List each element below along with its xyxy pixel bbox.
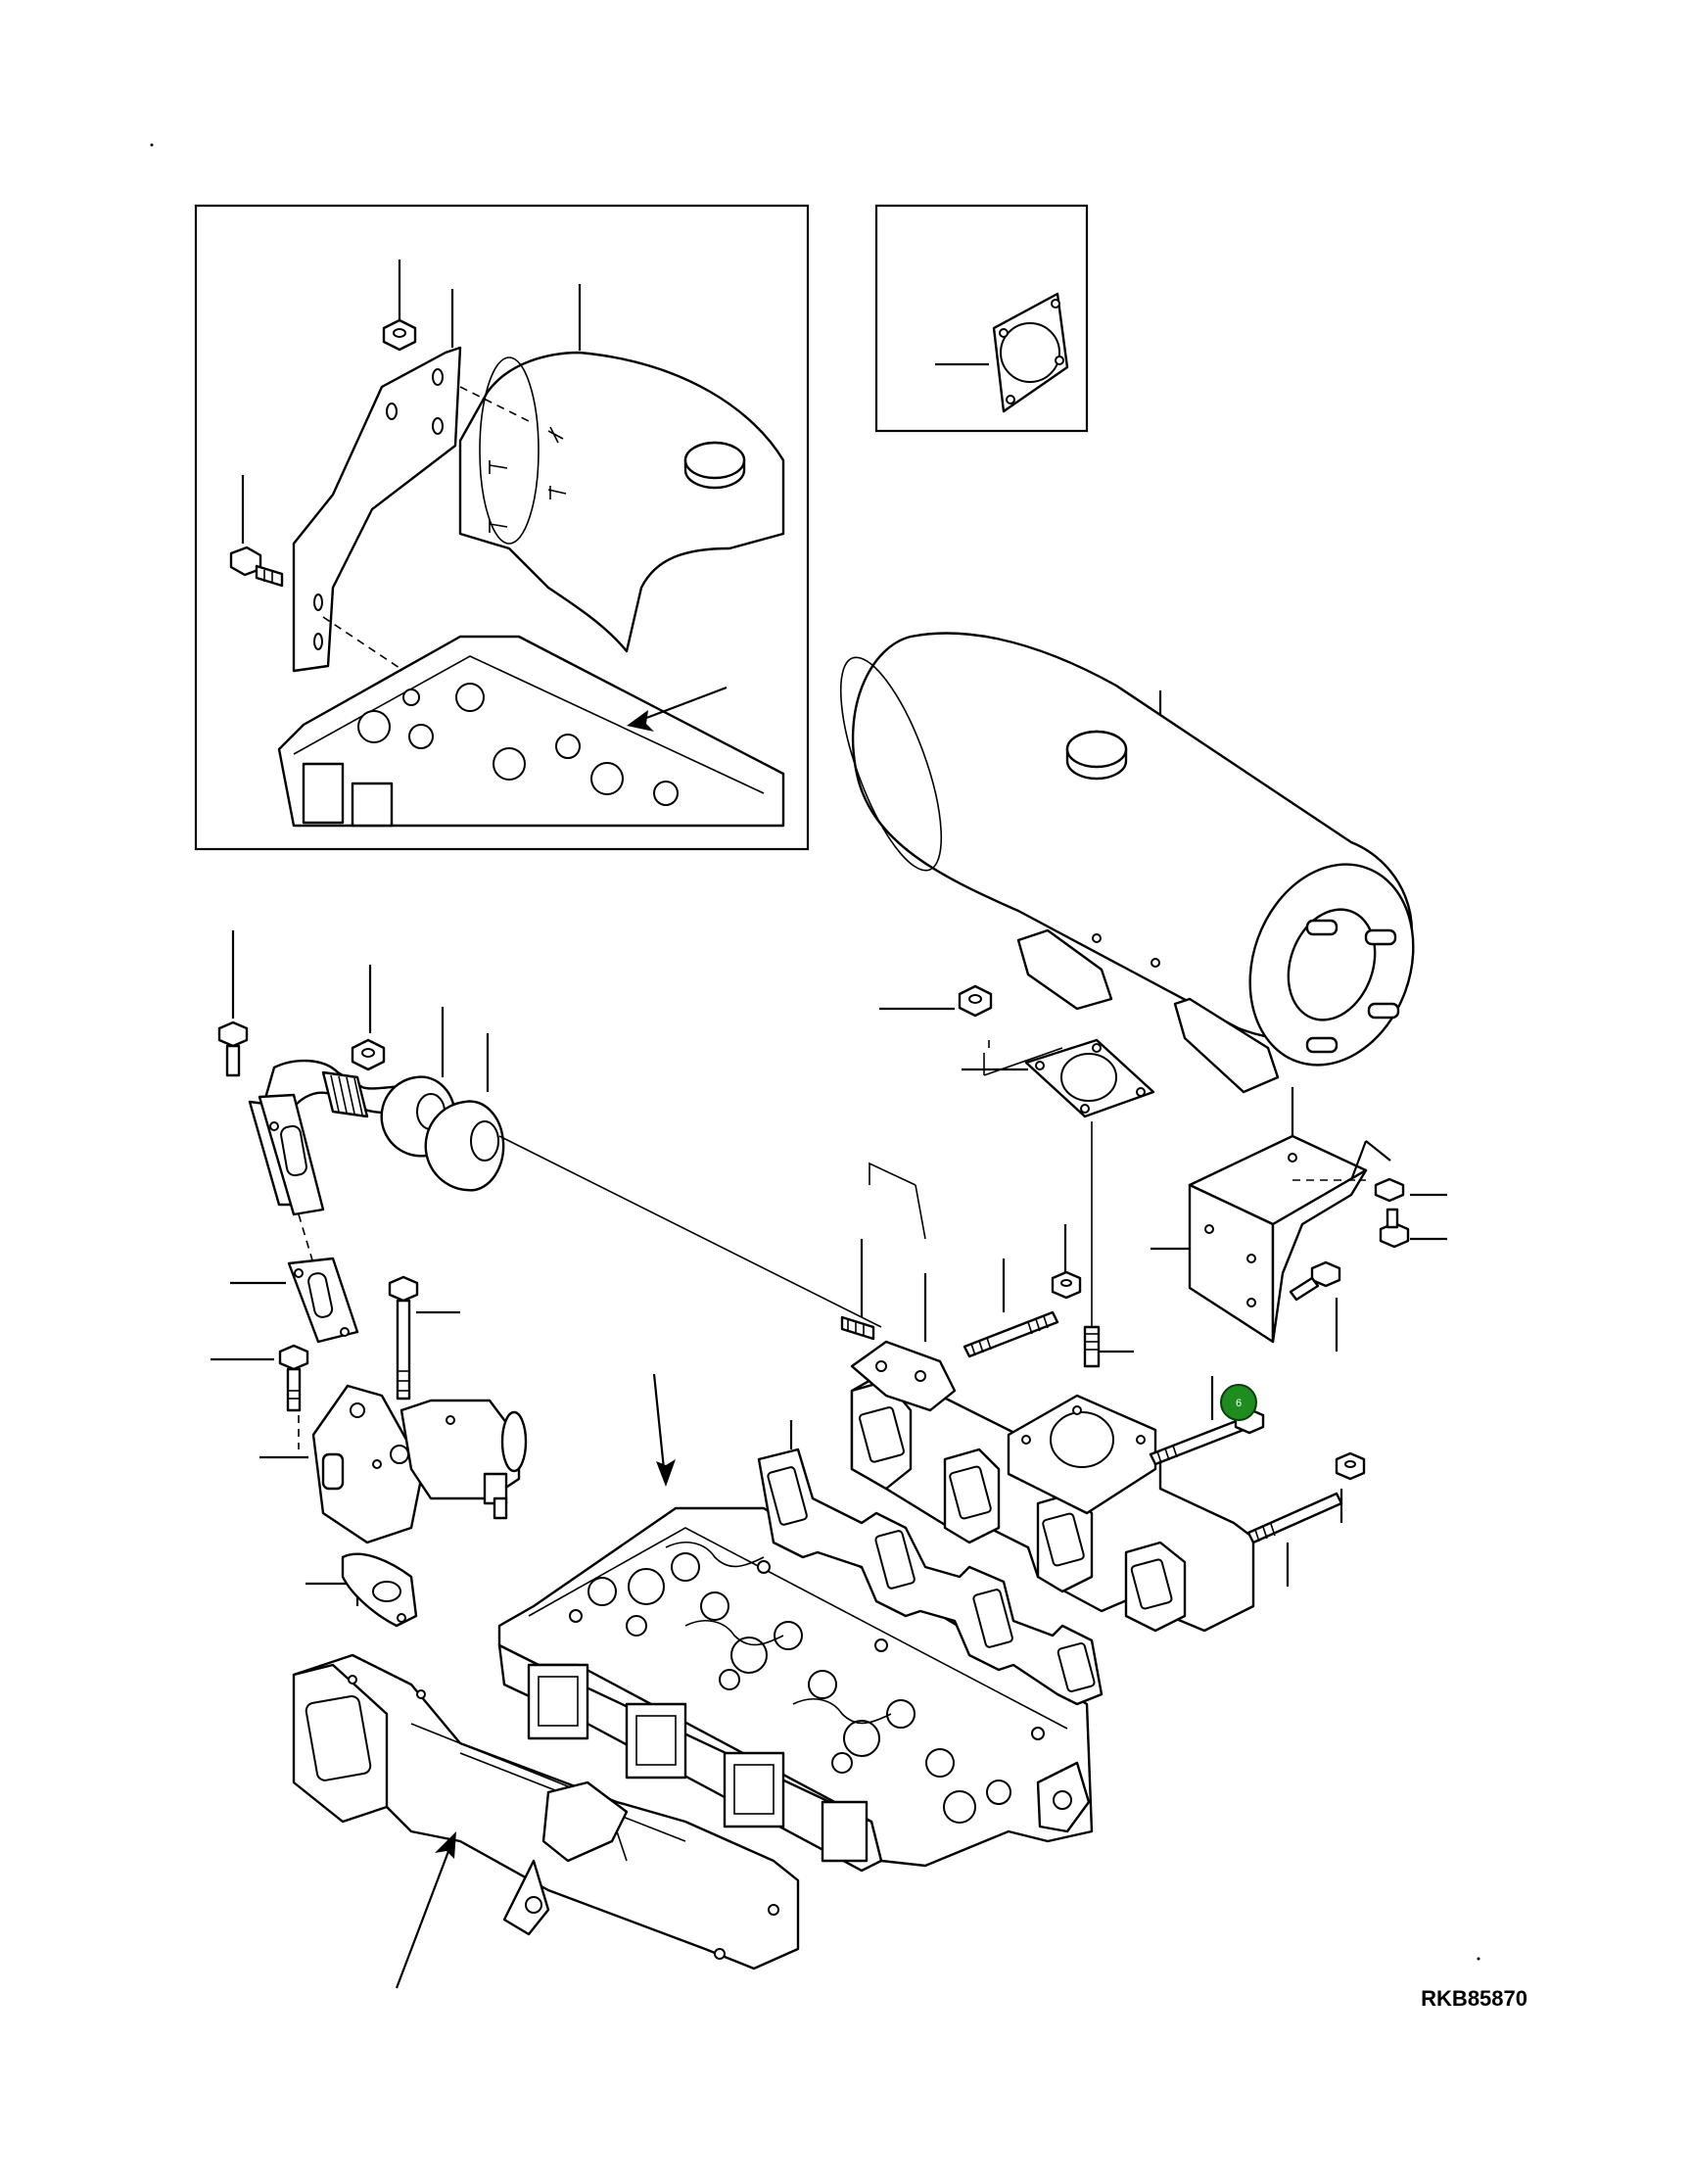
direction-arrow xyxy=(395,1831,456,1989)
stud-icon xyxy=(1083,1325,1101,1368)
bolt-icon xyxy=(1379,1208,1410,1249)
bolt-icon xyxy=(217,1021,249,1077)
muffler xyxy=(839,632,1415,1170)
callout-badge[interactable] xyxy=(1220,1384,1257,1421)
flange-nut-icon xyxy=(1051,1270,1082,1300)
flange-nut-icon xyxy=(1335,1451,1366,1481)
inset-gasket-detail xyxy=(874,204,1089,433)
drawing-reference-code: RKB85870 xyxy=(1421,1986,1527,2011)
exhaust-manifold xyxy=(850,1340,1255,1633)
egr-pipe xyxy=(248,1059,438,1216)
long-bolt-icon xyxy=(1246,1492,1343,1544)
cylinder-head xyxy=(497,1506,1094,1873)
egr-lower-gasket xyxy=(341,1552,418,1628)
intake-manifold xyxy=(292,1653,800,1970)
long-bolt-icon xyxy=(388,1275,419,1401)
bolt-icon xyxy=(1289,1260,1341,1302)
muffler-support-bracket xyxy=(1151,1087,1368,1344)
exhaust-gasket xyxy=(1024,1038,1155,1118)
stud-icon xyxy=(840,1315,875,1341)
muffler-end-detail xyxy=(322,351,785,677)
flange-nut-icon xyxy=(958,984,993,1018)
pipe-gasket xyxy=(424,1100,505,1192)
exhaust-gasket xyxy=(992,292,1069,413)
direction-arrow xyxy=(627,686,728,732)
long-stud-icon xyxy=(963,1310,1059,1358)
flange-nut-icon xyxy=(382,318,417,352)
inset-bracket-detail xyxy=(194,204,810,851)
callout-label: 6 xyxy=(1236,1398,1242,1409)
egr-gasket xyxy=(287,1257,359,1344)
bolt-icon xyxy=(229,546,284,588)
egr-valve xyxy=(311,1384,528,1544)
direction-arrow xyxy=(652,1373,676,1487)
bolt-icon xyxy=(278,1344,309,1412)
callout-6[interactable]: 6 xyxy=(1220,1384,1257,1421)
exhaust-manifold-gasket xyxy=(757,1448,1104,1706)
flange-nut-icon xyxy=(351,1038,386,1071)
muffler-bracket xyxy=(292,346,462,673)
washer-nut-icon xyxy=(1374,1177,1405,1203)
cylinder-head-detail xyxy=(277,635,785,828)
